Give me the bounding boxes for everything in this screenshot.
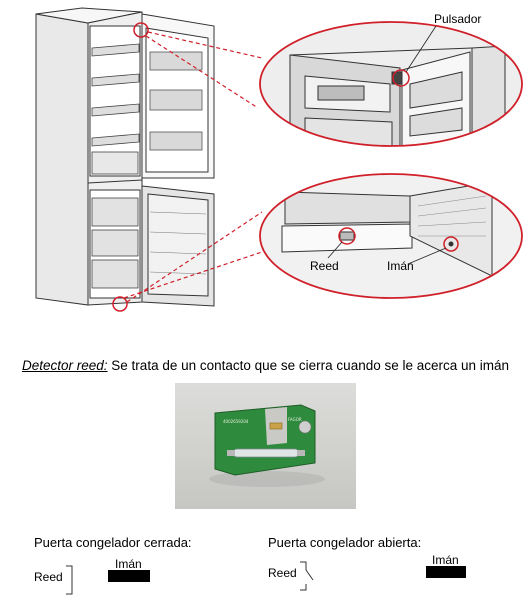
pulsador-leader	[405, 25, 437, 73]
reed-zoom	[259, 173, 523, 299]
board-brand-text: FAGOR	[288, 417, 302, 422]
fridge-door	[141, 13, 215, 179]
open-magnet	[426, 566, 466, 578]
closed-reed-label: Reed	[34, 570, 63, 584]
reed-zoom-marker	[338, 227, 356, 245]
closed-state-title: Puerta congelador cerrada:	[34, 535, 192, 550]
iman-leader	[407, 247, 447, 265]
board-code-text: 4002659204	[223, 419, 249, 424]
open-reed-switch-symbol	[300, 561, 314, 591]
iman-zoom-marker	[443, 236, 459, 252]
open-reed-label: Reed	[268, 566, 297, 580]
reed-leader	[327, 241, 343, 259]
pulsador-marker	[133, 22, 149, 38]
reed-label: Reed	[310, 259, 339, 273]
closed-reed-switch-symbol	[66, 565, 73, 595]
fridge-shelves	[91, 43, 140, 175]
open-state-title: Puerta congelador abierta:	[268, 535, 422, 550]
reed-board-photo: 4002659204 FAGOR	[175, 383, 356, 509]
closed-magnet	[108, 570, 150, 582]
open-iman-label: Imán	[432, 553, 459, 567]
reed-marker	[112, 296, 128, 312]
freezer-door	[141, 185, 215, 307]
fridge-illustration	[35, 7, 523, 312]
caption-title: Detector reed:	[22, 358, 108, 373]
freezer-drawers	[91, 197, 139, 289]
reed-detector-caption: Detector reed: Se trata de un contacto q…	[22, 358, 509, 373]
closed-iman-label: Imán	[115, 557, 142, 571]
pulsador-zoom	[259, 21, 523, 147]
iman-label: Imán	[387, 259, 414, 273]
callout-connectors	[123, 31, 263, 303]
pulsador-label: Pulsador	[434, 12, 482, 26]
caption-text: Se trata de un contacto que se cierra cu…	[107, 358, 510, 373]
pulsador-zoom-marker	[392, 69, 410, 87]
reed-board: 4002659204 FAGOR	[209, 404, 325, 487]
